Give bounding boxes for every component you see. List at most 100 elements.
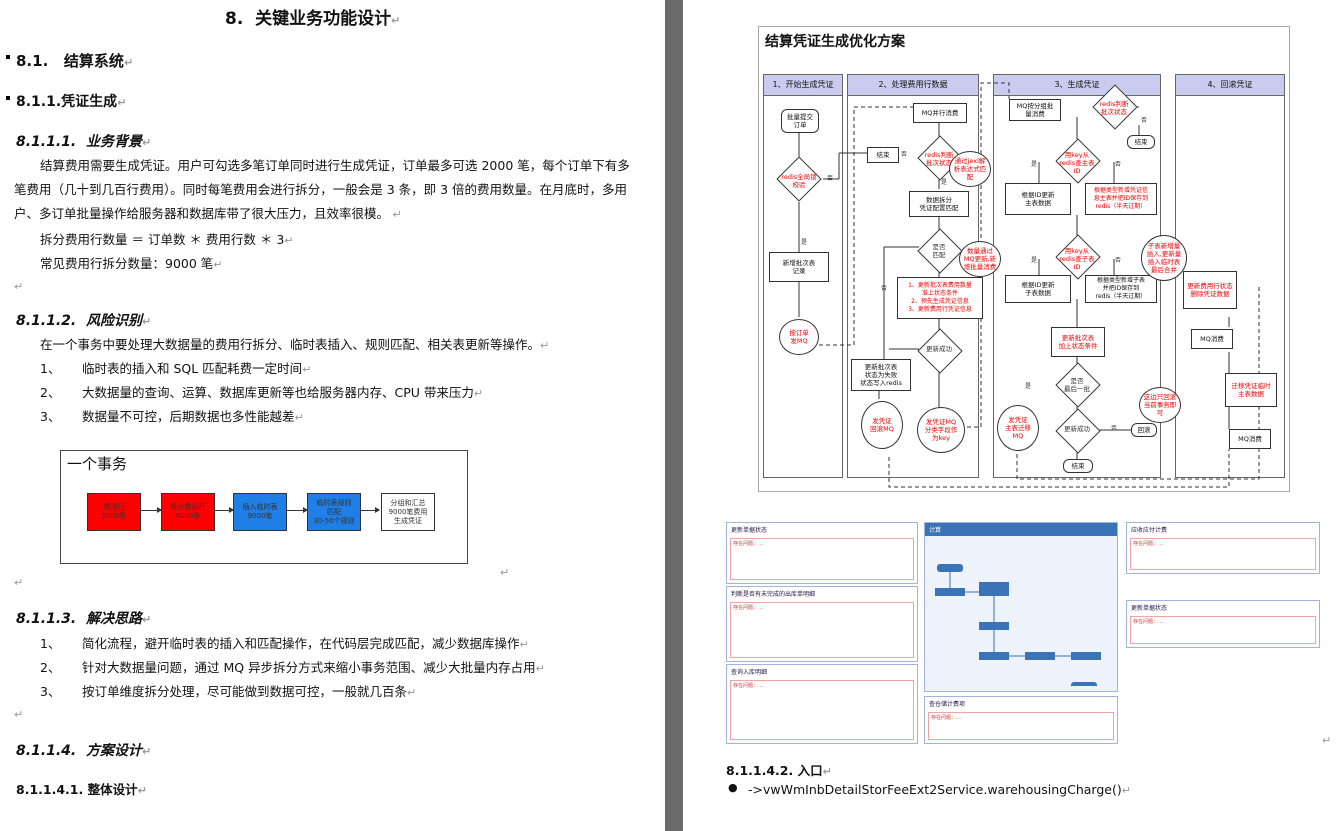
lane-3 <box>993 94 1161 478</box>
flowchart-title: 结算凭证生成优化方案 <box>765 34 905 50</box>
node-end-1: 结束 <box>867 147 899 163</box>
paragraph-mark: ↵ <box>14 576 24 589</box>
paragraph-line: 结算费用需要生成凭证。用户可勾选多笔订单同时进行生成凭证，订单最多可选 2000… <box>40 158 630 173</box>
bullet-dot: ● <box>728 781 738 794</box>
node-rollback-mq: 发凭证 回滚MQ <box>861 401 903 449</box>
tx-arrow <box>361 507 380 513</box>
heading-design: 8.1.1.4. 方案设计↵ <box>16 743 152 759</box>
common-count-line: 常见费用行拆分数量：9000 笔↵ <box>40 256 223 271</box>
tx-step-2: 拆分费用行 9000条 <box>161 493 215 531</box>
node-update-main: 根据ID更新 主表数据 <box>1005 183 1071 215</box>
bubble-jexl: 通过jexl解 析表达式匹 配 <box>949 151 991 187</box>
solution-item-text: 按订单维度拆分处理，尽可能做到数据可控，一般就几百条↵ <box>82 684 417 699</box>
node-end-2: 结束 <box>1127 135 1155 149</box>
tx-step-3: 插入临时表 9000笔 <box>233 493 287 531</box>
label-no: 否 <box>827 175 834 182</box>
heading-entry: 8.1.1.4.2. 入口↵ <box>726 763 832 778</box>
lane-header-2: 2、处理费用行数据 <box>847 74 979 96</box>
label-no: 否 <box>901 151 908 158</box>
thumb-panel-5: 应收应付计费 存在问题：… <box>1126 522 1320 574</box>
lane-header-1: 1、开始生成凭证 <box>763 74 843 96</box>
thumb-note: 存在问题：… <box>1130 616 1316 644</box>
thumb-title: 计算 <box>925 523 1117 536</box>
tx-step-4: 临时表规则 匹配 30-50个规则 <box>307 493 361 531</box>
tx-step-1: 费用行 1000条 <box>87 493 141 531</box>
node-new-sub: 根据类型新增子表 并把ID保存到 redis（半天过期） <box>1085 275 1157 303</box>
node-key-check-label: 用key从 redis查主表 ID <box>1059 151 1095 175</box>
label-yes: 是 <box>1031 161 1038 168</box>
transaction-diagram: 一个事务 费用行 1000条 拆分费用行 9000条 插入临时表 9000笔 临… <box>60 450 468 564</box>
risk-intro: 在一个事务中要处理大数据量的费用行拆分、临时表插入、规则匹配、相关表更新等操作。… <box>40 337 550 352</box>
risk-item: 2、 <box>40 385 61 400</box>
thumb-title: 查仓储计费项 <box>929 701 966 708</box>
heading-bullet <box>6 55 10 59</box>
thumb-panel-4: 计算 <box>924 522 1118 692</box>
solution-item-text: 简化流程，避开临时表的插入和匹配操作，在代码层完成匹配，减少数据库操作↵ <box>82 636 529 651</box>
thumb-note: 存在问题：… <box>1130 538 1316 570</box>
label-no: 否 <box>881 285 888 292</box>
label-yes: 是 <box>1031 257 1038 264</box>
page-gutter <box>665 0 683 831</box>
node-mq-consume-3: MQ消费 <box>1229 429 1271 449</box>
tx-arrow <box>287 507 308 513</box>
label-no: 否 <box>1141 117 1148 124</box>
section-title: 8.1. 结算系统↵ <box>16 52 134 70</box>
node-send-mq: 按订单 发MQ <box>779 319 819 355</box>
label-yes: 是 <box>941 179 948 186</box>
label-yes: 是 <box>801 239 808 246</box>
thumb-panel-6: 更新单据状态 存在问题：… <box>1126 600 1320 648</box>
transaction-title: 一个事务 <box>67 455 128 473</box>
node-mq-consume: MQ并行消费 <box>913 103 967 123</box>
thumb-note: 存在问题：… <box>730 538 914 580</box>
thumb-flow <box>935 564 1101 690</box>
lane-1 <box>763 94 843 478</box>
entry-method: ->vwWmInbDetailStorFeeExt2Service.wareho… <box>748 782 1131 797</box>
thumb-panel-7: 查仓储计费项 存在问题：… <box>924 696 1118 744</box>
label-no: 否 <box>1111 425 1118 432</box>
node-new-batch: 新增批次表 记录 <box>769 252 829 282</box>
risk-item: 1、 <box>40 361 61 376</box>
label-no: 否 <box>1115 257 1122 264</box>
node-update-batch: 1、更新批次表费用数量 准上状态条件 2、预先生成凭证信息 3、更新费用行凭证信… <box>897 277 983 319</box>
label-yes: 是 <box>1025 383 1032 390</box>
node-mq-group: MQ按分组批 量消费 <box>1009 99 1061 121</box>
node-update-ok-label: 更新成功 <box>926 345 952 353</box>
node-match-label: 是否 匹配 <box>932 243 946 259</box>
paragraph-mark: ↵ <box>1322 734 1332 747</box>
heading-risk: 8.1.1.2. 风险识别↵ <box>16 313 152 329</box>
bubble-mq-update: 数量通过 MQ更新,新 增批量消费 <box>959 241 1001 277</box>
heading-background: 8.1.1.1. 业务背景↵ <box>16 134 152 150</box>
solution-item: 1、 <box>40 636 61 651</box>
tx-arrow <box>141 507 162 513</box>
tx-step-5: 分组和汇总 9000笔费用 生成凭证 <box>381 493 435 531</box>
lane-header-4: 4、回滚凭证 <box>1175 74 1285 96</box>
node-update-ok-2-label: 更新成功 <box>1064 425 1090 433</box>
thumb-title: 应收应付计费 <box>1131 527 1168 534</box>
heading-overall: 8.1.1.4.1. 整体设计↵ <box>16 782 147 797</box>
heading-solution: 8.1.1.3. 解决思路↵ <box>16 611 152 627</box>
paragraph-mark: ↵ <box>14 708 24 721</box>
node-new-main: 根据类型新增凭证信 息主表并把ID保存到 redis（半天过期） <box>1085 183 1157 215</box>
paragraph-mark: ↵ <box>500 566 510 579</box>
node-end-3: 结束 <box>1063 459 1093 473</box>
thumb-note: 存在问题：… <box>730 602 914 658</box>
paragraph-mark: ↵ <box>14 280 24 293</box>
tx-arrow <box>215 507 234 513</box>
paragraph-line: 户、多订单批量操作给服务器和数据库带了很大压力，且效率很模。 ↵ <box>14 206 402 221</box>
bubble-rollback-note: 这边只回滚 当前事务即 可 <box>1139 387 1181 423</box>
label-no: 否 <box>1115 161 1122 168</box>
node-redis-lock-label: redis全局锁 校验 <box>781 173 817 189</box>
bubble-sub-merge: 子表新增量 插入,更新量 插入临时表 最后合并 <box>1141 235 1187 281</box>
thumb-panel-2: 判断是否有未完成的出库单明细 存在问题：… <box>726 586 918 662</box>
node-key-check-2-label: 用key从 redis查子表 ID <box>1059 247 1095 271</box>
node-migrate: 迁移凭证临时 主表数据 <box>1225 373 1277 407</box>
thumb-panel-3: 查询入库明细 存在问题：… <box>726 664 918 744</box>
thumb-panel-1: 更新单据状态 存在问题：… <box>726 522 918 584</box>
chapter-title: 8. 关键业务功能设计↵ <box>225 9 401 29</box>
flowchart: 结算凭证生成优化方案 1、开始生成凭证 2、处理费用行数据 3、生成凭证 4、回… <box>758 26 1290 492</box>
formula-line: 拆分费用行数量 ＝ 订单数 ＊ 费用行数 ＊ 3↵ <box>40 232 294 247</box>
thumb-title: 判断是否有未完成的出库单明细 <box>731 591 816 598</box>
paragraph-line: 笔费用（几十到几百行费用）。同时每笔费用会进行拆分，一般会是 3 条，即 3 倍… <box>14 182 628 197</box>
node-redis-batch-label: redis判断 批次状态 <box>924 151 954 167</box>
node-fail-batch: 更新批次表 状态为失败 状态写入redis <box>851 359 911 391</box>
